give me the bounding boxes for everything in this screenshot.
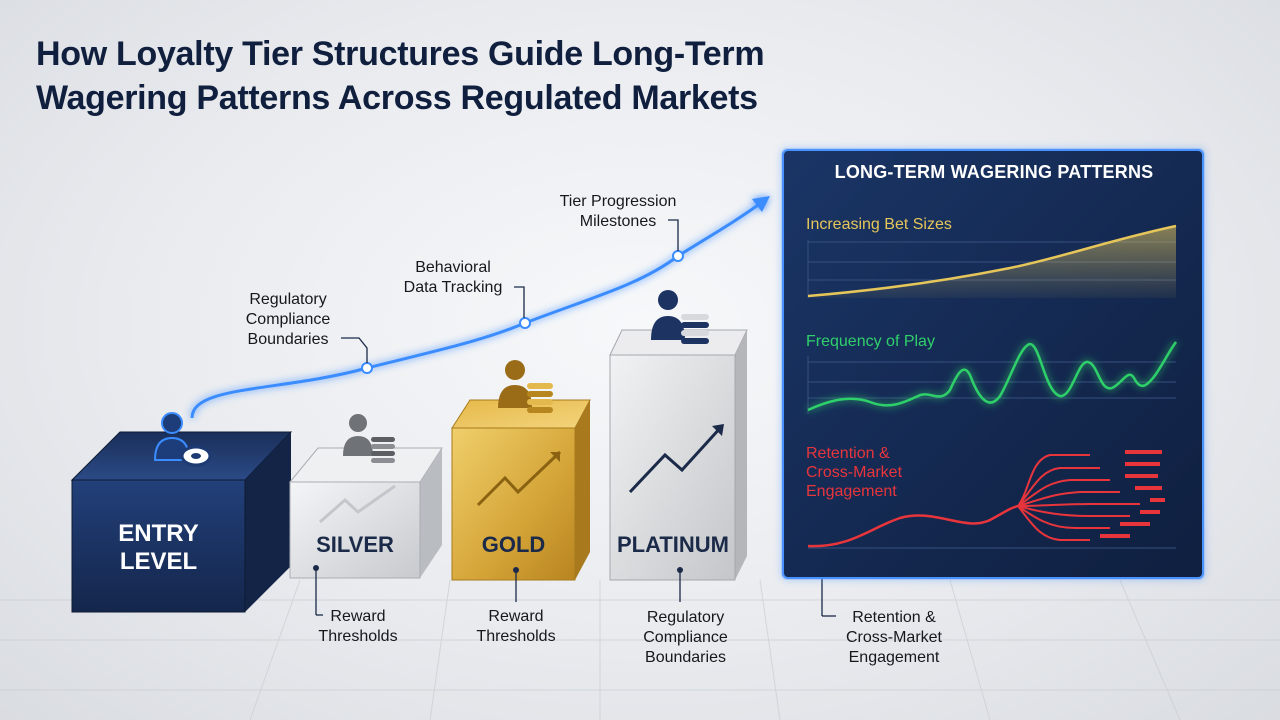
title-line-1: How Loyalty Tier Structures Guide Long-T…: [36, 35, 765, 73]
gold-trend-icon: [476, 450, 562, 507]
label-behavioral-data-tracking: Behavioral Data Tracking: [390, 258, 516, 298]
silver-block-front: [289, 481, 421, 579]
curve-node-compliance: [361, 362, 373, 374]
title-line-2: Wagering Patterns Across Regulated Marke…: [36, 79, 758, 117]
label-retention-engagement: Retention & Cross-Market Engagement: [830, 608, 958, 668]
tier-name-platinum: PLATINUM: [616, 532, 730, 557]
label-gold-reward-thresholds: Reward Thresholds: [461, 607, 571, 647]
label-line: Data Tracking: [403, 279, 503, 296]
label-tier-progression-milestones: Tier Progression Milestones: [543, 192, 693, 232]
tier-name-gold: GOLD: [481, 532, 546, 557]
curve-nodes: [361, 250, 684, 374]
label-line: Thresholds: [476, 628, 556, 645]
label-compliance-boundaries: Regulatory Compliance Boundaries: [228, 290, 348, 350]
panel-title: LONG-TERM WAGERING PATTERNS: [834, 162, 1154, 182]
retention-branches: [1017, 454, 1140, 541]
platinum-block-side: [735, 330, 747, 580]
retention-chart: [807, 450, 1176, 549]
retention-bars: [1100, 450, 1165, 538]
label-silver-reward-thresholds: Reward Thresholds: [303, 607, 413, 647]
tier-name-entry: ENTRY LEVEL: [72, 520, 245, 576]
page-title: How Loyalty Tier Structures Guide Long-T…: [36, 32, 936, 120]
platinum-block-front: [609, 354, 736, 581]
retention-label-line-1: Retention &: [806, 445, 890, 462]
label-line: Regulatory: [646, 609, 725, 626]
bet-sizes-chart: [807, 224, 1177, 298]
retention-label: Retention & Cross-Market Engagement: [806, 444, 902, 501]
frequency-chart: [807, 341, 1178, 414]
label-line: Reward: [330, 608, 386, 625]
bet-sizes-label: Increasing Bet Sizes: [806, 216, 952, 233]
player-chip-icon: [651, 290, 709, 344]
curve-node-milestones: [672, 250, 684, 262]
curve-node-behavioral: [519, 317, 531, 329]
label-line: Retention &: [852, 609, 936, 626]
frequency-label: Frequency of Play: [806, 333, 935, 350]
tier-block-platinum: [609, 290, 748, 581]
wagering-patterns-panel: [781, 148, 1205, 580]
player-chip-icon: [153, 412, 212, 467]
tier-name-entry-line-1: ENTRY: [118, 520, 199, 547]
gold-block-side: [575, 400, 590, 580]
retention-label-line-2: Cross-Market: [806, 464, 903, 481]
bet-sizes-line: [807, 224, 1177, 298]
label-line: Engagement: [848, 649, 940, 666]
tier-name-silver: SILVER: [316, 532, 394, 557]
tier-block-entry: [70, 412, 293, 613]
label-line: Tier Progression: [559, 193, 677, 210]
label-platinum-compliance-boundaries: Regulatory Compliance Boundaries: [628, 608, 743, 668]
entry-block-front: [71, 479, 246, 613]
bet-sizes-area: [808, 226, 1176, 298]
tier-block-silver: [288, 414, 443, 579]
tier-block-gold: [451, 360, 591, 581]
retention-trunk: [807, 504, 1019, 548]
frequency-line: [807, 341, 1178, 412]
platinum-trend-icon: [628, 424, 724, 494]
label-line: Regulatory: [249, 291, 327, 308]
label-line: Boundaries: [247, 331, 329, 348]
silver-block-side: [420, 448, 442, 578]
player-chip-icon: [498, 360, 553, 413]
silver-trend-icon: [319, 484, 396, 524]
label-line: Compliance: [245, 311, 331, 328]
label-line: Behavioral: [415, 259, 491, 276]
tier-name-entry-line-2: LEVEL: [119, 548, 198, 575]
entry-block-side: [245, 432, 291, 612]
retention-label-line-3: Engagement: [806, 483, 897, 500]
label-line: Milestones: [579, 213, 657, 230]
label-line: Compliance: [643, 629, 728, 646]
callout-lines-top: [341, 219, 679, 363]
label-line: Cross-Market: [845, 629, 942, 646]
player-chip-icon: [343, 414, 395, 463]
label-line: Reward: [488, 608, 544, 625]
label-line: Boundaries: [645, 649, 726, 666]
label-line: Thresholds: [318, 628, 398, 645]
curve-arrowhead: [752, 196, 770, 212]
